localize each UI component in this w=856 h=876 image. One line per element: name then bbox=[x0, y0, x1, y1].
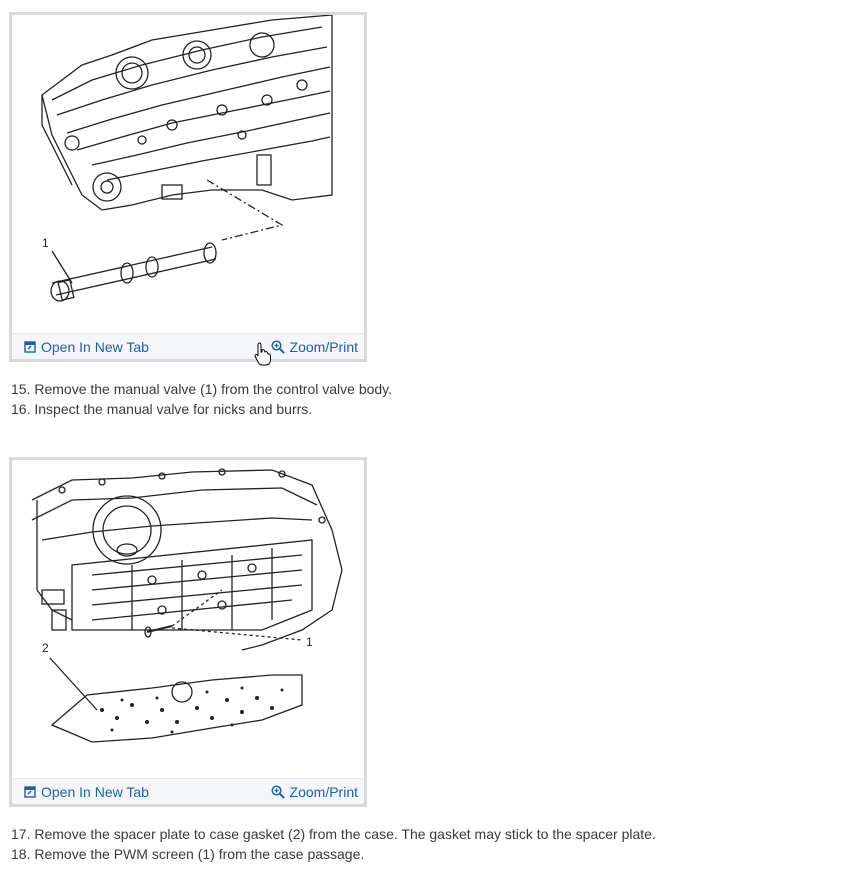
open-new-tab-icon bbox=[24, 340, 36, 353]
figure-body: 2 1 Open In New Tab Zoom/Print bbox=[12, 460, 364, 804]
figure-toolbar: Open In New Tab Zoom/Print bbox=[12, 778, 364, 804]
zoom-print-link[interactable]: Zoom/Print bbox=[270, 783, 358, 800]
step-16: 16. Inspect the manual valve for nicks a… bbox=[11, 401, 313, 417]
zoom-print-link[interactable]: Zoom/Print bbox=[270, 338, 358, 355]
open-in-new-tab-link[interactable]: Open In New Tab bbox=[24, 784, 149, 800]
figure-manual-valve: 1 Open In New Tab Zoom/Print bbox=[9, 12, 367, 362]
step-15: 15. Remove the manual valve (1) from the… bbox=[11, 381, 393, 397]
zoom-in-icon bbox=[270, 339, 285, 354]
manual-valve-illustration: 1 bbox=[41, 15, 333, 302]
zoom-in-icon bbox=[270, 784, 285, 799]
zoom-print-label: Zoom/Print bbox=[289, 338, 358, 355]
callout-label: 1 bbox=[42, 236, 49, 250]
open-in-new-tab-label: Open In New Tab bbox=[41, 783, 149, 800]
callout-label: 1 bbox=[306, 635, 313, 649]
callout-label: 2 bbox=[42, 641, 49, 655]
figure-spacer-plate: 2 1 Open In New Tab Zoom/Print bbox=[9, 457, 367, 807]
spacer-plate-illustration: 2 1 bbox=[31, 468, 343, 743]
figure-toolbar: Open In New Tab Zoom/Print bbox=[12, 333, 364, 359]
step-18: 18. Remove the PWM screen (1) from the c… bbox=[11, 846, 365, 862]
figure-body: 1 Open In New Tab Zoom/Print bbox=[12, 15, 364, 359]
open-in-new-tab-link[interactable]: Open In New Tab bbox=[24, 339, 149, 355]
zoom-print-label: Zoom/Print bbox=[289, 783, 358, 800]
open-new-tab-icon bbox=[24, 785, 36, 798]
step-17: 17. Remove the spacer plate to case gask… bbox=[11, 826, 656, 842]
open-in-new-tab-label: Open In New Tab bbox=[41, 338, 149, 355]
steps-group-b: 17. Remove the spacer plate to case gask… bbox=[11, 824, 656, 864]
steps-group-a: 15. Remove the manual valve (1) from the… bbox=[11, 379, 392, 419]
hand-cursor-icon bbox=[254, 342, 271, 366]
